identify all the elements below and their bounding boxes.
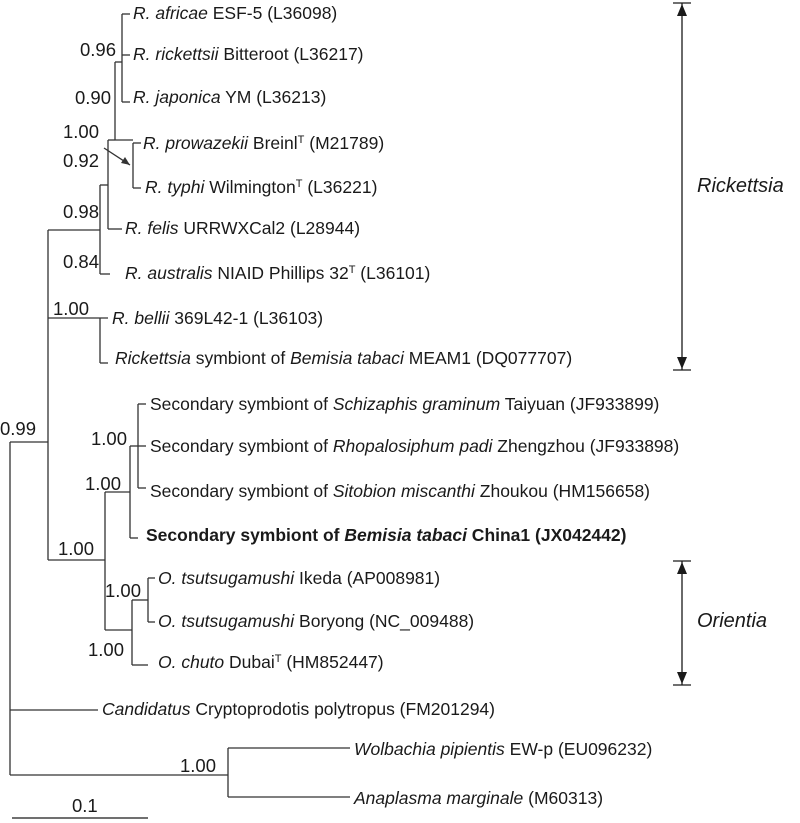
node-support-value: 0.96 <box>80 39 116 60</box>
taxon-label: R. japonica YM (L36213) <box>133 87 326 107</box>
taxon-label-part: Zhengzhou (JF933898) <box>492 436 679 456</box>
taxon-label-part: Dubai <box>224 652 275 672</box>
taxon-label-part: Bitteroot (L36217) <box>219 44 364 64</box>
type-strain-superscript: T <box>298 134 305 146</box>
taxon-label-part: Secondary symbiont of <box>150 436 333 456</box>
taxon-label-part: Rhopalosiphum padi <box>333 436 494 456</box>
type-strain-superscript: T <box>275 653 282 665</box>
taxon-label: Wolbachia pipientis EW-p (EU096232) <box>354 739 652 759</box>
clade-group-label: Orientia <box>697 610 767 632</box>
type-strain-superscript: T <box>296 178 303 190</box>
taxon-label-part: Secondary symbiont of <box>150 481 333 501</box>
taxon-label-part: YM (L36213) <box>221 87 327 107</box>
taxon-label-part: (L36101) <box>355 263 430 283</box>
taxon-label: Candidatus Cryptoprodotis polytropus (FM… <box>102 699 495 719</box>
tree-branches <box>9 13 350 798</box>
taxon-label: R. prowazekii BreinlT (M21789) <box>143 133 384 153</box>
taxon-label-part: O. tsutsugamushi <box>158 611 295 631</box>
taxon-label-part: Zhoukou (HM156658) <box>475 481 650 501</box>
clade-bracket-arrowhead <box>677 672 687 684</box>
taxon-label-part: EW-p (EU096232) <box>505 739 653 759</box>
taxon-label-part: O. chuto <box>158 652 224 672</box>
scale-bar-label: 0.1 <box>72 795 98 816</box>
taxon-label: Secondary symbiont of Bemisia tabaci Chi… <box>146 525 626 545</box>
taxon-label-part: Wolbachia pipientis <box>354 739 505 759</box>
node-support-value: 0.90 <box>75 87 111 108</box>
taxon-label-part: MEAM1 (DQ077707) <box>404 348 572 368</box>
taxon-label: Secondary symbiont of Sitobion miscanthi… <box>150 481 650 501</box>
taxon-label-part: Ikeda (AP008981) <box>294 568 440 588</box>
taxon-label: R. felis URRWXCal2 (L28944) <box>125 218 360 238</box>
clade-bracket-arrowhead <box>677 357 687 369</box>
taxon-label: Anaplasma marginale (M60313) <box>353 788 603 808</box>
node-support-value: 0.98 <box>63 201 99 222</box>
taxon-label-part: Cryptoprodotis polytropus (FM201294) <box>191 699 495 719</box>
node-support-value: 0.84 <box>63 251 99 272</box>
taxon-label-part: R. africae <box>133 3 208 23</box>
taxon-label: Secondary symbiont of Rhopalosiphum padi… <box>150 436 679 456</box>
taxon-label-part: Bemisia tabaci <box>344 525 468 545</box>
support-values: 0.96 0.90 1.00 0.92 0.98 0.84 1.00 1.00 1.00 1.00… <box>0 39 216 776</box>
taxon-label-part: R. typhi <box>145 177 205 197</box>
taxon-label-part: (L36221) <box>302 177 377 197</box>
taxon-label-part: ESF-5 (L36098) <box>208 3 337 23</box>
taxon-label-part: Taiyuan (JF933899) <box>500 394 659 414</box>
taxon-label-part: Schizaphis graminum <box>333 394 500 414</box>
taxon-label-part: (M21789) <box>304 133 384 153</box>
clade-bracket-arrowhead <box>677 4 687 16</box>
taxon-label-part: Wilmington <box>204 177 295 197</box>
node-support-value: 1.00 <box>105 580 141 601</box>
taxon-label-part: URRWXCal2 (L28944) <box>178 218 360 238</box>
taxon-label: Rickettsia symbiont of Bemisia tabaci ME… <box>115 348 572 368</box>
taxon-label: O. tsutsugamushi Ikeda (AP008981) <box>158 568 440 588</box>
taxon-label-part: Candidatus <box>102 699 191 719</box>
node-support-value: 1.00 <box>53 298 89 319</box>
taxon-label: R. typhi WilmingtonT (L36221) <box>145 177 377 197</box>
taxon-label: O. tsutsugamushi Boryong (NC_009488) <box>158 611 474 632</box>
taxon-label-part: China1 (JX042442) <box>467 525 627 545</box>
node-support-value: 1.00 <box>63 121 99 142</box>
taxon-label-part: Rickettsia <box>115 348 191 368</box>
taxon-label-part: Bemisia tabaci <box>290 348 405 368</box>
taxon-label-part: Secondary symbiont of <box>150 394 333 414</box>
scale-bar: 0.1 <box>12 795 148 819</box>
taxon-label-part: R. prowazekii <box>143 133 249 153</box>
taxon-label-part: Anaplasma marginale <box>353 788 524 808</box>
taxon-label: R. bellii 369L42-1 (L36103) <box>112 308 323 328</box>
clade-bracket-arrowhead <box>677 562 687 574</box>
taxon-label-part: Sitobion miscanthi <box>333 481 476 501</box>
taxon-label-part: NIAID Phillips 32 <box>213 263 349 283</box>
node-support-value: 1.00 <box>180 755 216 776</box>
taxon-label-part: Boryong (NC_009488) <box>294 611 474 632</box>
taxon-label-part: R. felis <box>125 218 179 238</box>
taxon-label-part: symbiont of <box>191 348 290 368</box>
taxon-label-part: R. japonica <box>133 87 221 107</box>
type-strain-superscript: T <box>349 264 356 276</box>
node-support-value: 1.00 <box>88 639 124 660</box>
taxon-label: Secondary symbiont of Schizaphis graminu… <box>150 394 659 414</box>
taxon-label-part: R. bellii <box>112 308 170 328</box>
taxon-label: R. australis NIAID Phillips 32T (L36101) <box>125 263 430 283</box>
taxon-label: R. rickettsii Bitteroot (L36217) <box>133 44 364 64</box>
taxon-label-part: R. australis <box>125 263 213 283</box>
node-support-value: 1.00 <box>91 428 127 449</box>
taxon-label-part: (HM852447) <box>281 652 383 672</box>
node-support-value: 1.00 <box>58 538 94 559</box>
node-support-value: 0.92 <box>63 150 99 171</box>
clade-group-label: Rickettsia <box>697 175 784 197</box>
taxon-label-part: Breinl <box>248 133 298 153</box>
taxon-labels: R. africae ESF-5 (L36098) R. rickettsii B… <box>102 3 679 808</box>
taxon-label-part: R. rickettsii <box>133 44 220 64</box>
support-pointer-head <box>121 157 130 165</box>
taxon-label: O. chuto DubaiT (HM852447) <box>158 652 384 672</box>
node-support-value: 1.00 <box>85 473 121 494</box>
taxon-label-part: Secondary symbiont of <box>146 525 344 545</box>
node-support-value: 0.99 <box>0 418 36 439</box>
taxon-label: R. africae ESF-5 (L36098) <box>133 3 337 23</box>
taxon-label-part: O. tsutsugamushi <box>158 568 295 588</box>
taxon-label-part: 369L42-1 (L36103) <box>169 308 323 328</box>
taxon-label-part: (M60313) <box>523 788 603 808</box>
